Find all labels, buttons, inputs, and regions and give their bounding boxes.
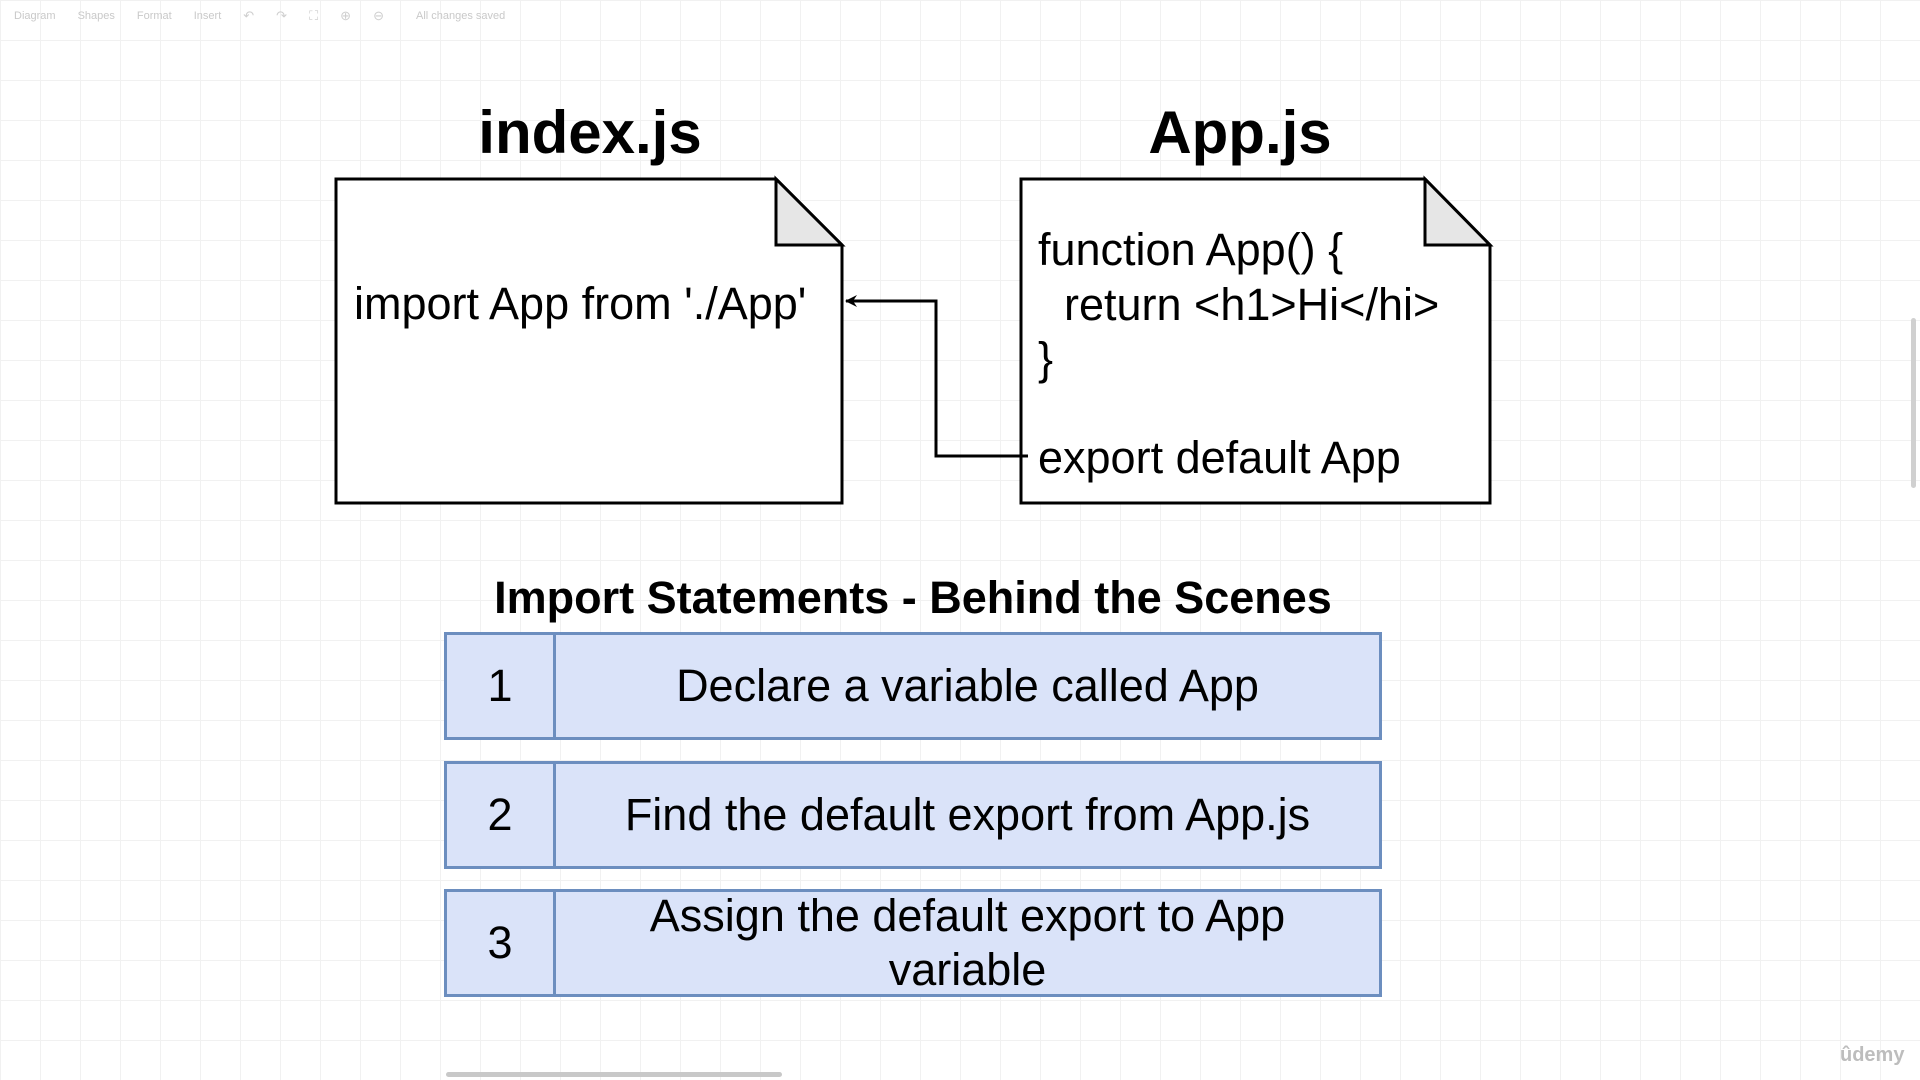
zoom-in-icon[interactable]: ⊕ — [340, 8, 352, 23]
editor-toolbar: Diagram Shapes Format Insert ↶ ↷ ⛶ ⊕ ⊖ A… — [0, 0, 1920, 32]
menu-shapes[interactable]: Shapes — [77, 10, 115, 22]
index-file-title: index.js — [478, 99, 702, 166]
step-number: 2 — [447, 764, 556, 866]
app-file-title: App.js — [1148, 99, 1332, 166]
step-number: 3 — [447, 892, 556, 994]
menu-insert[interactable]: Insert — [193, 10, 222, 22]
step-row[interactable]: 2 Find the default export from App.js — [444, 761, 1382, 869]
step-number: 1 — [447, 635, 556, 737]
step-row[interactable]: 3 Assign the default export to App varia… — [444, 889, 1382, 997]
index-import-statement: import App from './App' — [354, 278, 807, 329]
app-file-shape[interactable] — [1019, 177, 1492, 505]
vertical-scrollbar[interactable] — [1911, 318, 1916, 488]
zoom-out-icon[interactable]: ⊖ — [373, 8, 384, 23]
undo-icon[interactable]: ↶ — [243, 8, 255, 23]
app-export-statement: export default App — [1038, 432, 1401, 483]
redo-icon[interactable]: ↷ — [276, 8, 288, 23]
index-file-shape[interactable] — [334, 177, 844, 505]
step-text: Find the default export from App.js — [624, 789, 1311, 840]
udemy-watermark: ûdemy — [1840, 1044, 1905, 1066]
index-file-fold — [774, 175, 846, 247]
export-to-import-arrow[interactable] — [845, 295, 1028, 458]
save-status: All changes saved — [415, 10, 506, 22]
horizontal-scrollbar[interactable] — [446, 1072, 782, 1077]
app-return-statement: return <h1>Hi</hi> — [1064, 279, 1440, 330]
section-title: Import Statements - Behind the Scenes — [494, 572, 1332, 623]
step-text: Declare a variable called App — [676, 660, 1259, 711]
menu-format[interactable]: Format — [136, 10, 172, 22]
step-text: Assign the default export to App variabl… — [649, 890, 1286, 995]
app-closing-brace: } — [1038, 333, 1054, 384]
app-function-declaration: function App() { — [1038, 224, 1344, 275]
step-row[interactable]: 1 Declare a variable called App — [444, 632, 1382, 740]
menu-diagram[interactable]: Diagram — [14, 10, 56, 22]
fullscreen-icon[interactable]: ⛶ — [309, 8, 319, 23]
app-file-fold — [1423, 175, 1494, 247]
